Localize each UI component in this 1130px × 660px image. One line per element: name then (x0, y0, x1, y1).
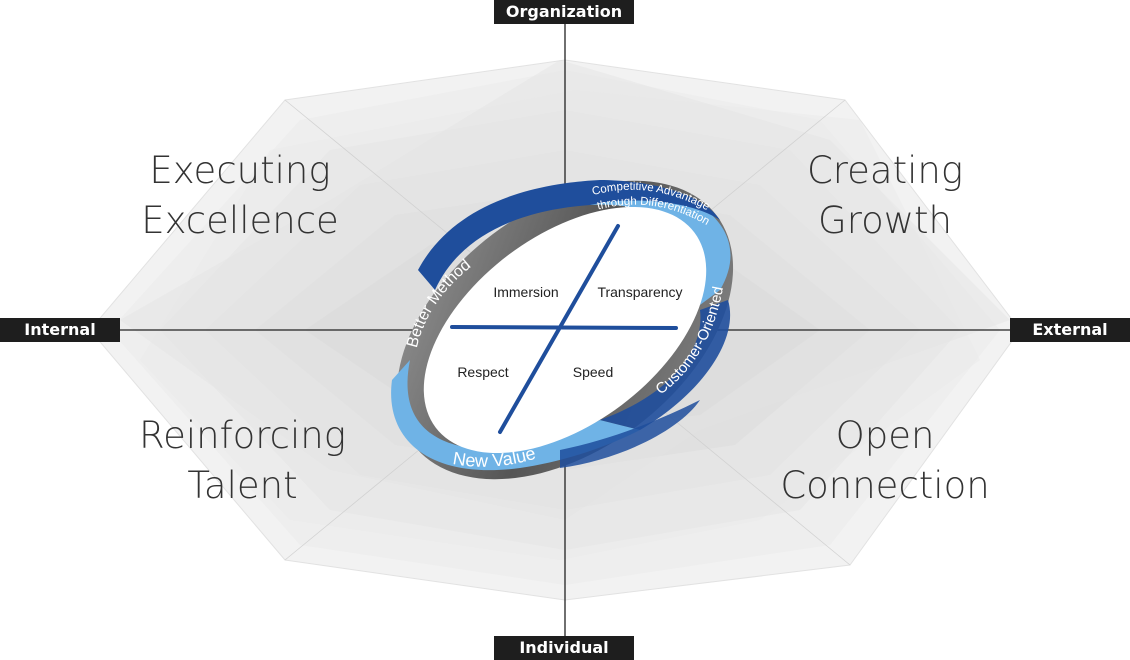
axis-label-top: Organization (494, 0, 634, 24)
core-label-speed: Speed (573, 364, 613, 380)
core-label-immersion: Immersion (493, 284, 558, 300)
core-label-transparency: Transparency (597, 284, 682, 300)
ring-inner-disc (423, 206, 707, 454)
axis-label-left: Internal (0, 318, 120, 342)
axis-label-right: External (1010, 318, 1130, 342)
axis-label-bottom: Individual (494, 636, 634, 660)
core-spokes (450, 224, 678, 434)
core-label-respect: Respect (457, 364, 508, 380)
ring-blue-band (391, 180, 731, 471)
